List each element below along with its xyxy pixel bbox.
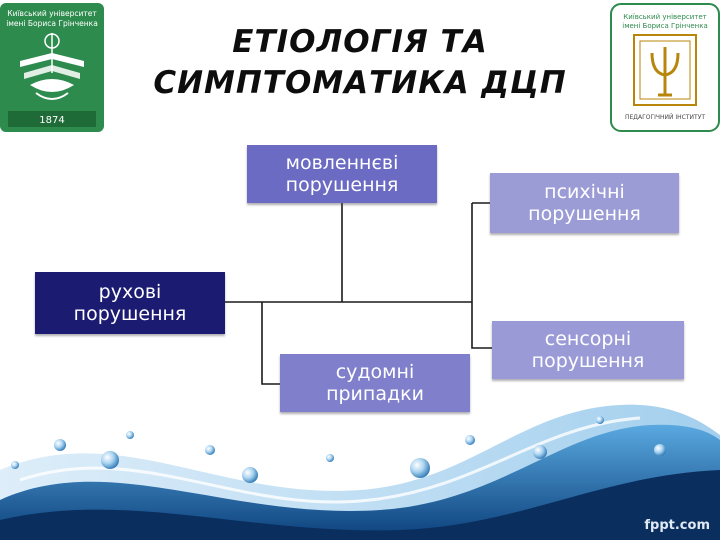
fppt-watermark: fppt.com [644, 518, 710, 533]
logo-left-text-2: імені Бориса Грінченка [6, 19, 98, 28]
logo-left-year: 1874 [39, 115, 64, 126]
connector-seizure [261, 302, 280, 385]
logo-left-text-1: Київський університет [7, 9, 97, 18]
node-motor-line-2: порушення [73, 303, 187, 325]
logo-right-text-2: імені Бориса Грінченка [622, 22, 708, 30]
node-psych-line-1: психічні [544, 181, 625, 203]
node-seizure-line-1: судомні [335, 361, 415, 383]
title-line-1: ЕТІОЛОГІЯ ТА [232, 24, 488, 60]
logo-right-text-1: Київський університет [623, 13, 707, 21]
connector-right-branch [471, 203, 492, 349]
page-title: ЕТІОЛОГІЯ ТА СИМПТОМАТИКА ДЦП [110, 22, 610, 104]
node-speech-line-2: порушення [285, 174, 399, 196]
water-wave-decoration [0, 404, 720, 540]
node-seizure-line-2: припадки [326, 383, 424, 405]
node-psych-line-2: порушення [528, 203, 641, 225]
university-logo-left: Київський університет імені Бориса Грінч… [0, 3, 104, 132]
node-motor-line-1: рухові [98, 281, 162, 303]
node-speech-line-1: мовленнєві [285, 152, 399, 174]
node-sensory-line-1: сенсорні [544, 328, 632, 350]
logo-right-caption: ПЕДАГОГІЧНИЙ ІНСТИТУТ [625, 114, 705, 121]
node-sensory-line-2: порушення [531, 350, 645, 372]
title-line-2: СИМПТОМАТИКА ДЦП [153, 65, 567, 101]
institute-logo-right: Київський університет імені Бориса Грінч… [610, 3, 720, 132]
